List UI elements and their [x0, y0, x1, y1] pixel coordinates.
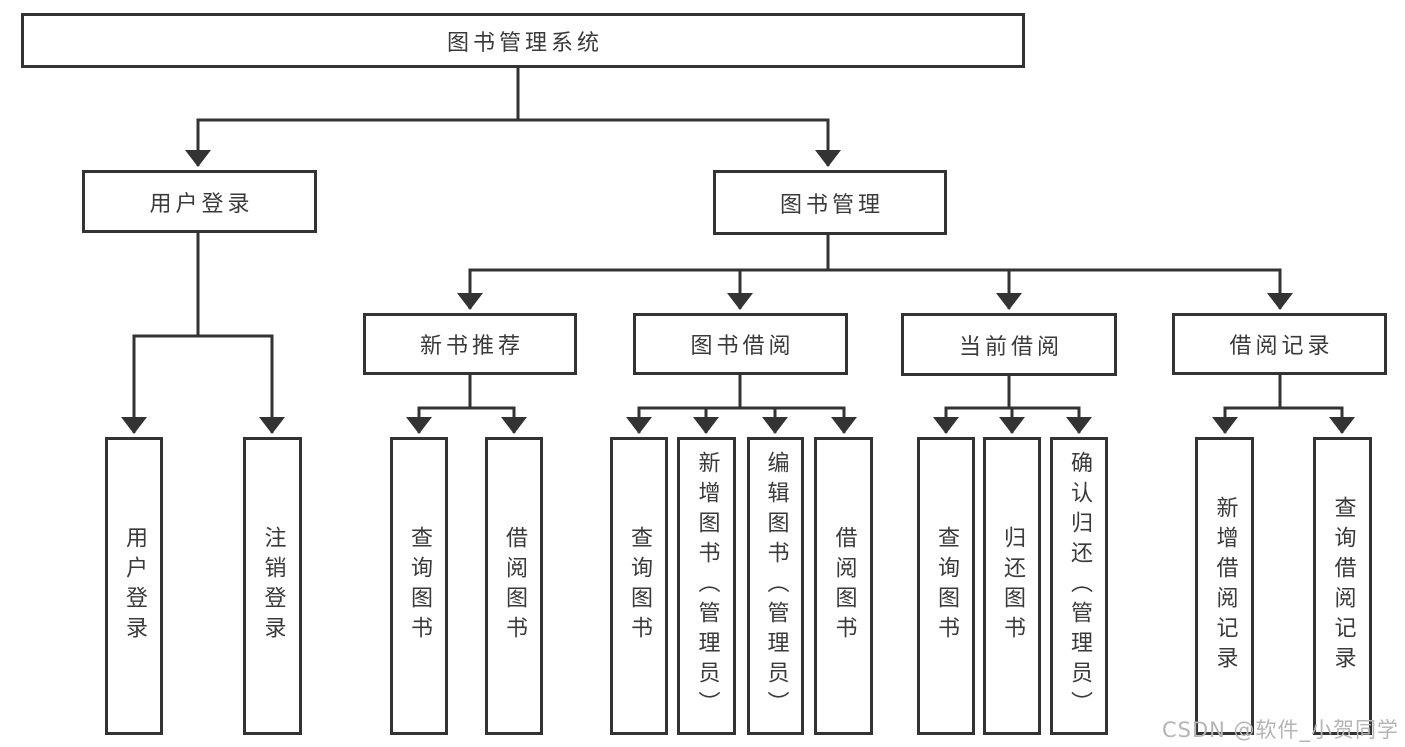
node-borrow-borrow-books-label: 借阅图书	[831, 526, 857, 646]
node-login-user-login-label: 用户登录	[122, 526, 147, 646]
node-book-borrow: 图书借阅	[633, 313, 848, 375]
node-current-return-books: 归还图书	[983, 437, 1041, 735]
node-borrow-add-books-label: 新增图书（管理员）	[694, 451, 720, 721]
connector-records-to-children	[1212, 375, 1355, 434]
node-new-book-recommend-label: 新书推荐	[419, 334, 524, 359]
connector-userlogin-to-children	[121, 232, 285, 434]
node-login-logout: 注销登录	[243, 437, 302, 735]
node-current-borrow: 当前借阅	[901, 313, 1117, 376]
node-current-confirm-return: 确认归还（管理员）	[1050, 437, 1108, 735]
node-records-query-record-label: 查询借阅记录	[1330, 496, 1356, 676]
node-recommend-query-books-label: 查询图书	[407, 526, 432, 646]
node-records-add-record-label: 新增借阅记录	[1212, 496, 1238, 676]
node-current-query-books-label: 查询图书	[934, 526, 959, 646]
node-current-return-books-label: 归还图书	[1000, 526, 1025, 646]
node-recommend-borrow-books: 借阅图书	[485, 437, 543, 735]
node-book-management: 图书管理	[713, 170, 947, 235]
node-login-logout-label: 注销登录	[260, 526, 286, 646]
node-root-label: 图书管理系统	[446, 30, 603, 56]
node-current-borrow-label: 当前借阅	[958, 334, 1063, 360]
node-new-book-recommend: 新书推荐	[363, 313, 577, 375]
node-borrow-edit-books-label: 编辑图书（管理员）	[763, 451, 789, 721]
node-borrow-add-books: 新增图书（管理员）	[677, 437, 736, 735]
connector-recommend-to-children	[406, 375, 527, 434]
node-user-login: 用户登录	[82, 170, 317, 233]
node-records-query-record: 查询借阅记录	[1313, 437, 1372, 735]
node-borrow-edit-books: 编辑图书（管理员）	[747, 437, 804, 735]
node-recommend-query-books: 查询图书	[390, 437, 448, 735]
node-recommend-borrow-books-label: 借阅图书	[502, 526, 527, 646]
connector-borrow-to-children	[626, 375, 857, 434]
connector-root-to-level2	[185, 65, 841, 167]
node-root: 图书管理系统	[21, 13, 1025, 68]
connector-current-to-children	[933, 375, 1092, 434]
node-user-login-label: 用户登录	[149, 191, 254, 217]
node-borrow-records: 借阅记录	[1172, 313, 1387, 375]
node-borrow-borrow-books: 借阅图书	[814, 437, 873, 735]
node-book-management-label: 图书管理	[779, 192, 884, 218]
node-records-add-record: 新增借阅记录	[1195, 437, 1254, 735]
node-borrow-records-label: 借阅记录	[1229, 334, 1334, 359]
node-current-confirm-return-label: 确认归还（管理员）	[1067, 451, 1092, 721]
node-borrow-query-books-label: 查询图书	[627, 526, 652, 646]
node-current-query-books: 查询图书	[917, 437, 975, 735]
connector-bookmgmt-to-level3	[457, 235, 1293, 310]
node-login-user-login: 用户登录	[105, 437, 163, 735]
node-borrow-query-books: 查询图书	[610, 437, 668, 735]
node-book-borrow-label: 图书借阅	[690, 334, 795, 359]
watermark-text: CSDN @软件_小贺同学	[1162, 718, 1400, 742]
